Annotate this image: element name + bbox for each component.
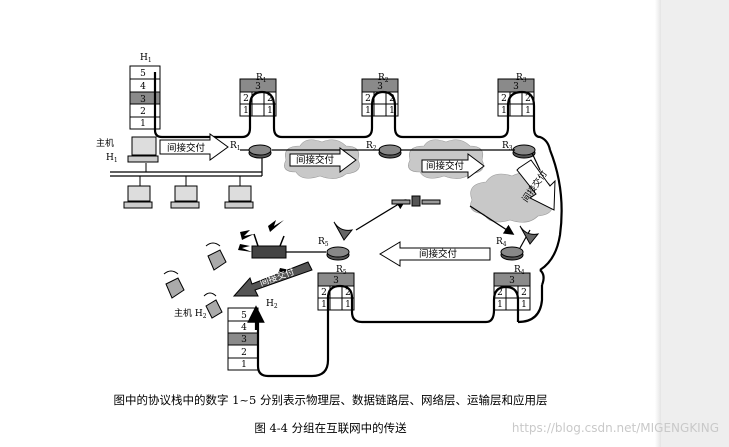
h1-layer-4: 4 [140, 82, 146, 92]
h1-protocol-stack: 5 4 3 2 1 [129, 65, 161, 130]
router-icons [248, 144, 536, 261]
router-r3-label: R3 [502, 141, 513, 152]
router-r5-label: R5 [318, 237, 329, 248]
svg-text:间接交付: 间接交付 [296, 154, 335, 166]
indirect-delivery-arrow-5: 间接交付 [379, 241, 491, 267]
router-r2-label: R2 [366, 141, 377, 152]
router-layer-1: 1 [267, 106, 273, 116]
router-layer-2: 2 [345, 288, 351, 298]
router-r4-label: R4 [496, 237, 507, 248]
pc-icon [170, 185, 200, 209]
router-protocol-stack: 32 2 1 1 [493, 272, 531, 311]
indirect-delivery-arrow-3: 间接交付 [421, 153, 485, 179]
svg-text:间接交付: 间接交付 [167, 142, 206, 154]
page-edge-shade [655, 0, 661, 447]
router-layer-2: 2 [521, 288, 527, 298]
router-icon [326, 246, 350, 261]
laptop-icon [203, 292, 223, 319]
router-r1-stack-label: R1 [256, 73, 267, 84]
indirect-delivery-arrow-6: 间接交付 [232, 261, 313, 297]
page-margin [661, 0, 729, 447]
router-layer-1: 1 [501, 106, 507, 116]
router-layer-1: 1 [389, 106, 395, 116]
figure-note: 图中的协议栈中的数字 1~5 分别表示物理层、数据链路层、网络层、运输层和应用层 [113, 393, 548, 407]
laptop-icon [205, 242, 227, 271]
router-layer-3: 3 [509, 276, 515, 286]
pc-icon [123, 185, 153, 209]
laptop-icon [163, 270, 185, 299]
router-layer-2: 2 [243, 94, 249, 104]
router-r5-stack-label: R5 [336, 265, 347, 276]
watermark: https://blog.csdn.net/MIGENGKING [511, 421, 719, 435]
h2-stack-label: H2 [266, 299, 278, 310]
h1-layer-3: 3 [140, 95, 146, 105]
satellite-icon [391, 195, 441, 207]
h1-layer-5: 5 [140, 69, 146, 79]
h2-layer-2: 2 [241, 348, 247, 358]
h2-protocol-stack: 5 4 3 2 1 [227, 307, 259, 371]
h2-layer-3: 3 [241, 335, 247, 345]
router-layer-2: 2 [365, 94, 371, 104]
router-r1-label: R1 [230, 141, 241, 152]
svg-text:间接交付: 间接交付 [426, 160, 465, 172]
network-clouds [284, 139, 553, 223]
packet-path [153, 72, 563, 378]
h2-layer-1: 1 [241, 360, 247, 370]
router-layer-2: 2 [525, 94, 531, 104]
router-layer-2: 2 [267, 94, 273, 104]
host-h1-id: H1 [106, 153, 118, 164]
router-icon [500, 246, 524, 261]
router-layer-1: 1 [345, 300, 351, 310]
router-layer-3: 3 [255, 82, 261, 92]
router-icon [378, 144, 402, 159]
figure-caption: 图 4-4 分组在互联网中的传送 [254, 421, 407, 435]
h1-layer-1: 1 [140, 119, 146, 129]
router-layer-1: 1 [521, 300, 527, 310]
computer-icons [123, 136, 254, 209]
dish-antenna-icon [333, 221, 540, 245]
indirect-delivery-arrow-2: 间接交付 [289, 147, 357, 173]
router-layer-2: 2 [321, 288, 327, 298]
h1-computer-icon [127, 136, 159, 163]
router-layer-2: 2 [497, 288, 503, 298]
h2-layer-4: 4 [241, 323, 247, 333]
satellite-links [355, 199, 515, 235]
router-layer-3: 3 [333, 276, 339, 286]
svg-text:间接交付: 间接交付 [419, 248, 458, 260]
svg-text:间接交付: 间接交付 [258, 265, 296, 289]
router-layer-3: 3 [377, 82, 383, 92]
router-protocol-stack: 32 2 1 1 [239, 78, 277, 117]
router-icon [512, 144, 536, 159]
router-icon [248, 144, 272, 159]
router-layer-1: 1 [365, 106, 371, 116]
pc-icon [224, 185, 254, 209]
router-layer-1: 1 [497, 300, 503, 310]
router-layer-2: 2 [501, 94, 507, 104]
router-r2-stack-label: R2 [378, 73, 389, 84]
router-layer-1: 1 [243, 106, 249, 116]
wireless-ap-icon [251, 233, 326, 259]
router-layer-2: 2 [389, 94, 395, 104]
host-h2-name: 主机 H2 [174, 307, 207, 320]
router-r4-stack-label: R4 [514, 265, 525, 276]
router-layer-1: 1 [321, 300, 327, 310]
router-layer-3: 3 [513, 82, 519, 92]
h2-layer-5: 5 [241, 311, 247, 321]
h1-layer-2: 2 [140, 107, 146, 117]
host-h1-name: 主机 [96, 137, 114, 149]
indirect-delivery-arrow-1: 间接交付 [159, 133, 229, 161]
router-protocol-stack: 32 2 1 1 [497, 78, 535, 117]
router-layer-1: 1 [525, 106, 531, 116]
router-protocol-stack: 32 2 1 1 [317, 272, 355, 311]
mobile-device-icons [163, 242, 227, 319]
router-r3-stack-label: R3 [516, 73, 527, 84]
h1-stack-label: H1 [140, 53, 152, 64]
